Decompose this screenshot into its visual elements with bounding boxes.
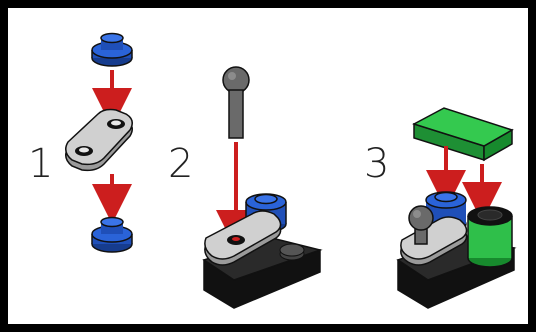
gray-link-plate-icon bbox=[66, 110, 133, 171]
green-tile-icon bbox=[414, 108, 512, 160]
blue-round-plate-icon bbox=[92, 34, 132, 67]
blue-round-plate-icon bbox=[92, 218, 132, 253]
instruction-panel: 1 2 3 bbox=[8, 8, 528, 324]
instruction-illustration bbox=[8, 8, 528, 324]
green-cylinder-icon bbox=[468, 207, 512, 267]
gray-ball-joint-icon bbox=[223, 67, 249, 138]
step-1-illustration bbox=[66, 34, 133, 253]
step-3-illustration bbox=[398, 108, 514, 308]
step-2-illustration bbox=[204, 67, 320, 308]
